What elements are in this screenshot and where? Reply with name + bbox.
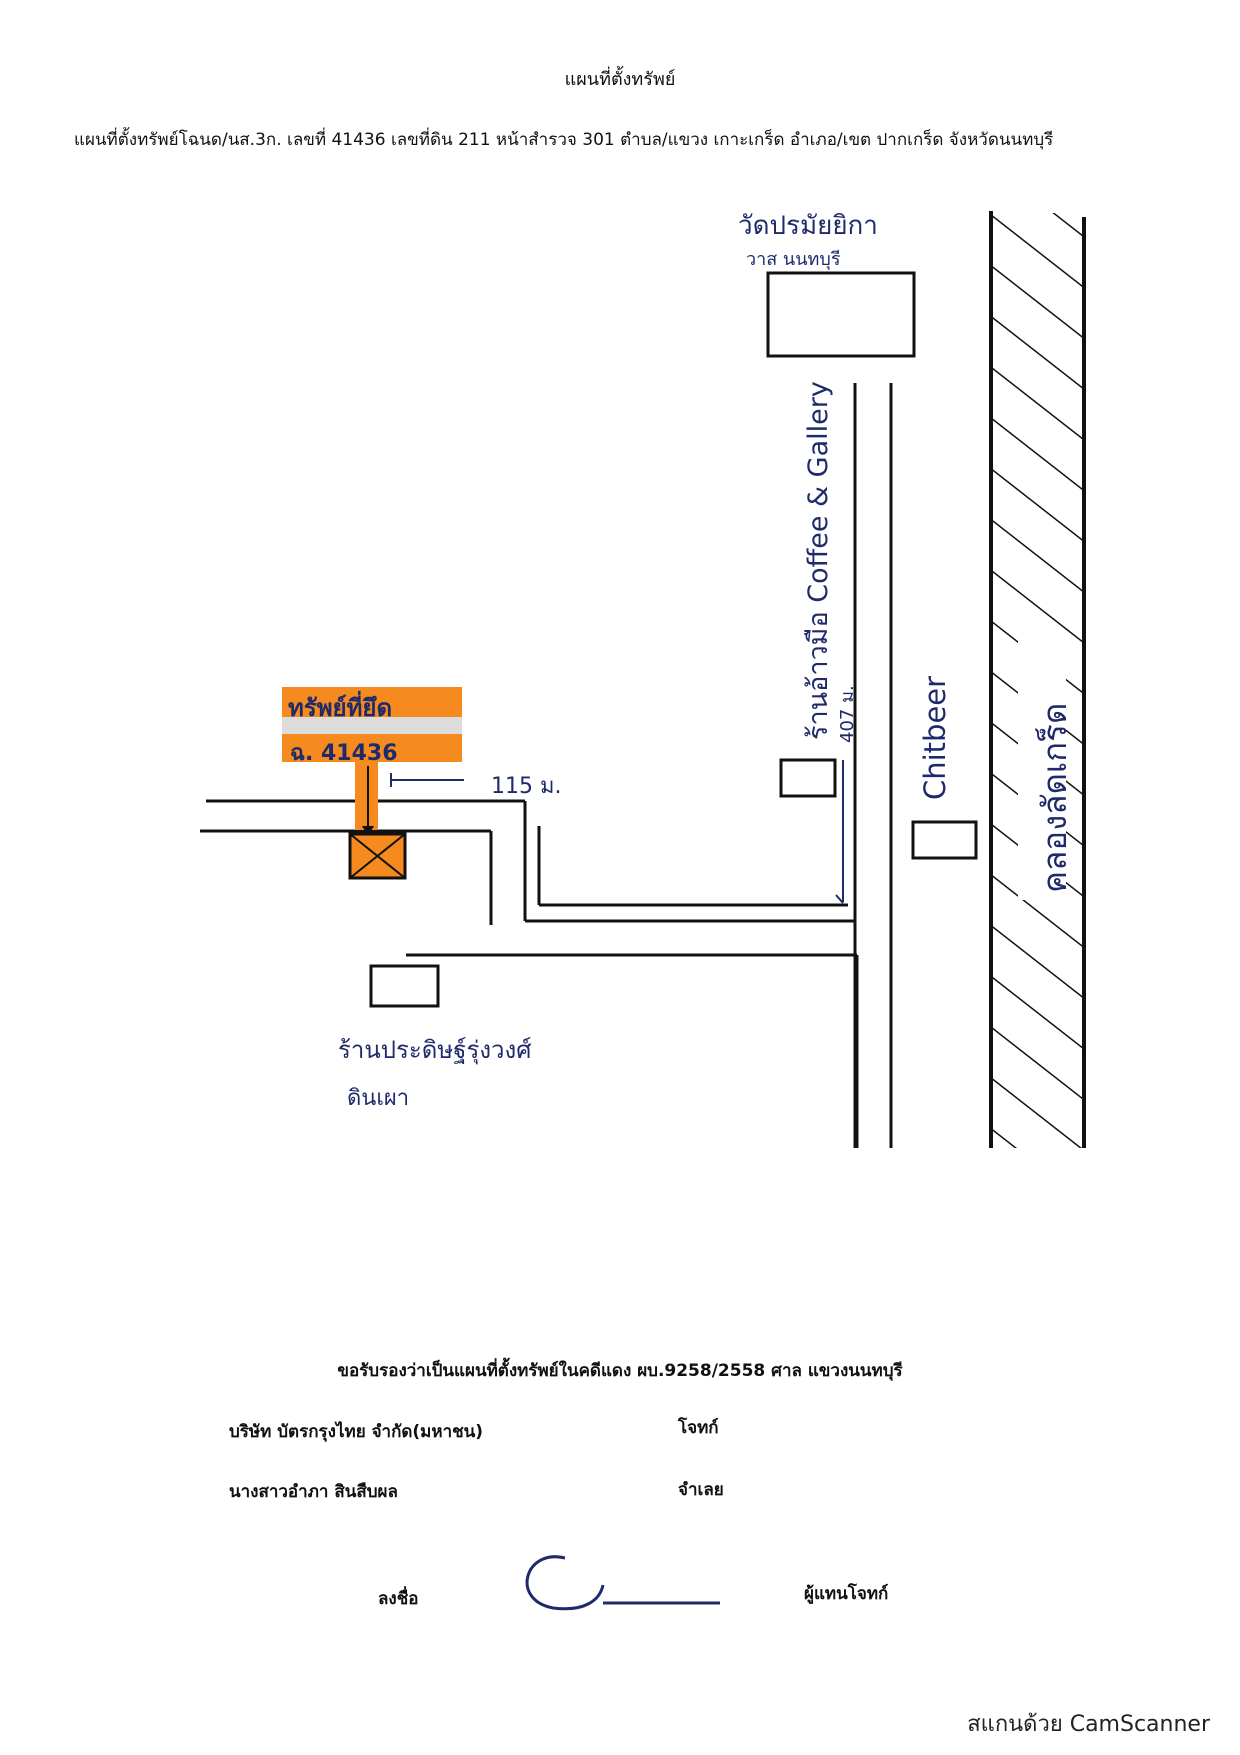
temple-label: วัดปรมัยยิกา bbox=[738, 211, 878, 241]
property-label-box bbox=[282, 687, 462, 717]
defendant-role: จำเลย bbox=[678, 1480, 724, 1500]
certification-text: ขอรับรองว่าเป็นแผนที่ตั้งทรัพย์ในคดีแดง … bbox=[337, 1361, 903, 1381]
canal-label-bg bbox=[1018, 630, 1066, 900]
pottery-shop-building bbox=[369, 964, 440, 1008]
property-label: ทรัพย์ที่ยึด bbox=[288, 694, 393, 722]
distance-vertical-arrow bbox=[835, 894, 844, 904]
document-title: แผนที่ตั้งทรัพย์ bbox=[564, 69, 676, 90]
distance-horizontal-label: 115 ม. bbox=[491, 774, 562, 799]
signature-mark bbox=[525, 1555, 720, 1611]
property-pointer-bar bbox=[355, 760, 378, 830]
canal-label: คลองลัดเกร็ด bbox=[1035, 702, 1074, 893]
deed-label-box bbox=[282, 734, 462, 762]
pottery-shop-label: ร้านประดิษฐ์รุ่งวงศ์ bbox=[338, 1036, 532, 1064]
chitbeer-label: Chitbeer bbox=[918, 675, 952, 800]
document-subtitle: แผนที่ตั้งทรัพย์โฉนด/นส.3ก. เลขที่ 41436… bbox=[74, 130, 1054, 150]
defendant-name: นางสาวอำภา สินสืบผล bbox=[229, 1482, 398, 1502]
property-plot-cross-2 bbox=[349, 833, 406, 879]
property-label-divider bbox=[282, 717, 462, 734]
deed-label: ฉ. 41436 bbox=[290, 741, 398, 766]
plaintiff-name: บริษัท บัตรกรุงไทย จำกัด(มหาชน) bbox=[229, 1422, 484, 1442]
sign-role: ผู้แทนโจทก์ bbox=[804, 1584, 889, 1604]
temple-location-label: วาส นนทบุรี bbox=[746, 249, 841, 270]
coffee-shop-building bbox=[779, 758, 837, 798]
pottery-shop-sublabel: ดินเผา bbox=[347, 1086, 410, 1111]
chitbeer-building bbox=[911, 820, 978, 860]
plaintiff-role: โจทก์ bbox=[678, 1418, 719, 1438]
sign-label: ลงชื่อ bbox=[378, 1589, 419, 1609]
distance-vertical-label: 407 ม. bbox=[837, 685, 858, 743]
temple-building bbox=[766, 271, 916, 358]
property-arrow-head bbox=[362, 826, 374, 836]
scanner-watermark: สแกนด้วย CamScanner bbox=[967, 1712, 1210, 1737]
